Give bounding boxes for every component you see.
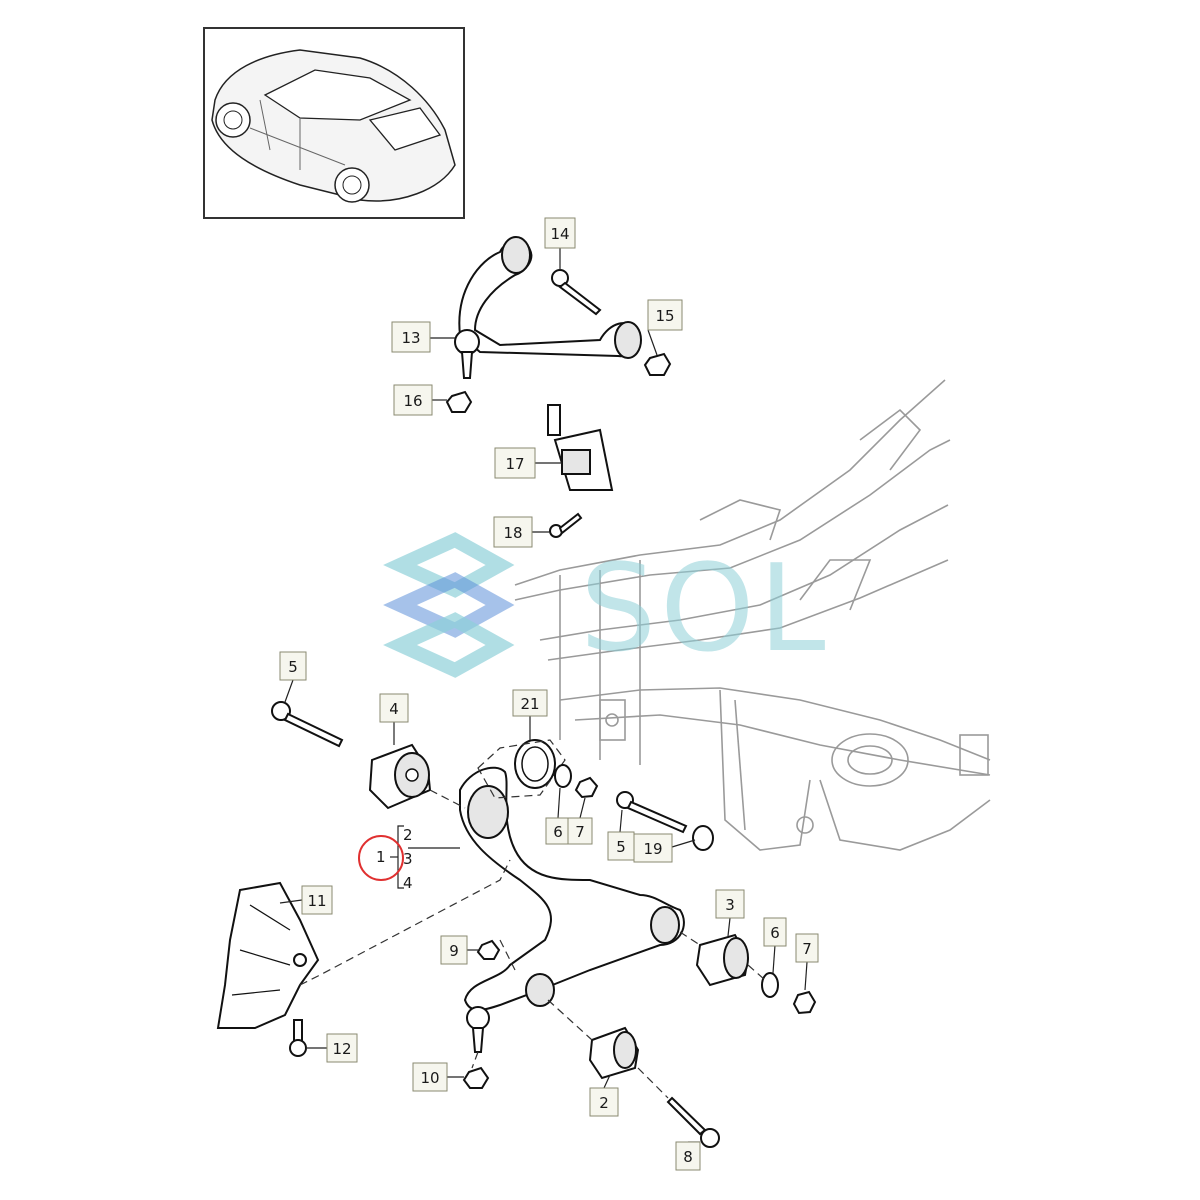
bushing-2 xyxy=(588,1026,640,1080)
callout-7-bottom: 7 xyxy=(795,933,819,963)
washer-6-bottom xyxy=(761,972,779,998)
callout-11: 11 xyxy=(301,885,333,915)
ring-21 xyxy=(477,739,566,799)
callout-5-left: 5 xyxy=(279,651,307,681)
svg-text:11: 11 xyxy=(307,892,326,910)
callout-18: 18 xyxy=(493,516,533,548)
callout-10: 10 xyxy=(412,1062,448,1092)
svg-text:16: 16 xyxy=(403,392,422,410)
callout-3: 3 xyxy=(715,889,745,919)
svg-text:7: 7 xyxy=(575,823,585,841)
svg-text:14: 14 xyxy=(550,225,569,243)
nut-7-bottom xyxy=(792,990,817,1015)
bolt-14 xyxy=(551,269,602,316)
svg-text:2: 2 xyxy=(599,1094,609,1112)
callout-7-top: 7 xyxy=(567,817,593,845)
svg-text:6: 6 xyxy=(770,924,780,942)
callout-12: 12 xyxy=(326,1033,358,1063)
callout-4: 4 xyxy=(379,693,409,723)
callout-14: 14 xyxy=(544,217,576,249)
callout-9: 9 xyxy=(440,935,468,965)
nut-9 xyxy=(476,939,501,960)
svg-text:15: 15 xyxy=(655,307,674,325)
svg-text:1: 1 xyxy=(376,848,386,866)
svg-text:19: 19 xyxy=(643,840,662,858)
watermark-logo xyxy=(383,532,515,678)
svg-text:4: 4 xyxy=(403,874,413,892)
heat-shield-11 xyxy=(216,881,320,1029)
callout-16: 16 xyxy=(393,384,433,416)
callout-13: 13 xyxy=(391,321,431,353)
callout-19: 19 xyxy=(633,833,673,863)
svg-text:13: 13 xyxy=(401,329,420,347)
callout-15: 15 xyxy=(647,299,683,331)
bolt-5-right xyxy=(616,791,688,834)
bushing-3 xyxy=(695,933,750,987)
callout-5-right: 5 xyxy=(607,831,635,861)
callout-6-top: 6 xyxy=(545,817,571,845)
callout-17: 17 xyxy=(494,447,536,479)
nut-15 xyxy=(643,352,672,376)
assembly-lines xyxy=(299,789,766,1099)
svg-text:21: 21 xyxy=(520,695,539,713)
bushing-4 xyxy=(368,743,432,810)
nut-7-top xyxy=(574,776,599,799)
svg-text:5: 5 xyxy=(616,838,626,856)
svg-text:4: 4 xyxy=(389,700,399,718)
subframe-crossmember xyxy=(514,379,991,851)
nut-16 xyxy=(445,390,473,413)
svg-text:8: 8 xyxy=(683,1148,693,1166)
callout-6-bottom: 6 xyxy=(763,917,787,947)
svg-text:9: 9 xyxy=(449,942,459,960)
callout-21: 21 xyxy=(512,689,548,717)
watermark-text: SOL xyxy=(580,540,829,679)
vehicle-thumbnail xyxy=(203,27,465,219)
nut-10 xyxy=(462,1066,490,1089)
nut-19 xyxy=(692,825,714,851)
bolt-18 xyxy=(549,512,583,538)
bracket-group-1: 1 2 3 4 xyxy=(376,826,413,892)
highlight-circle xyxy=(358,835,404,881)
upper-control-arm xyxy=(454,236,642,379)
bolt-12 xyxy=(289,1019,307,1057)
lower-control-arm xyxy=(459,766,685,1053)
washer-6-top xyxy=(554,764,572,788)
bolt-5-left xyxy=(271,701,344,748)
svg-text:6: 6 xyxy=(553,823,563,841)
level-sensor-17 xyxy=(547,404,614,491)
svg-text:7: 7 xyxy=(802,940,812,958)
callout-2: 2 xyxy=(589,1087,619,1117)
svg-text:2: 2 xyxy=(403,826,413,844)
bolt-8 xyxy=(666,1096,720,1148)
callout-8: 8 xyxy=(675,1141,701,1171)
svg-text:5: 5 xyxy=(288,658,298,676)
svg-text:3: 3 xyxy=(725,896,735,914)
svg-text:10: 10 xyxy=(420,1069,439,1087)
svg-text:12: 12 xyxy=(332,1040,351,1058)
svg-text:17: 17 xyxy=(505,455,524,473)
svg-text:18: 18 xyxy=(503,524,522,542)
svg-text:3: 3 xyxy=(403,850,413,868)
